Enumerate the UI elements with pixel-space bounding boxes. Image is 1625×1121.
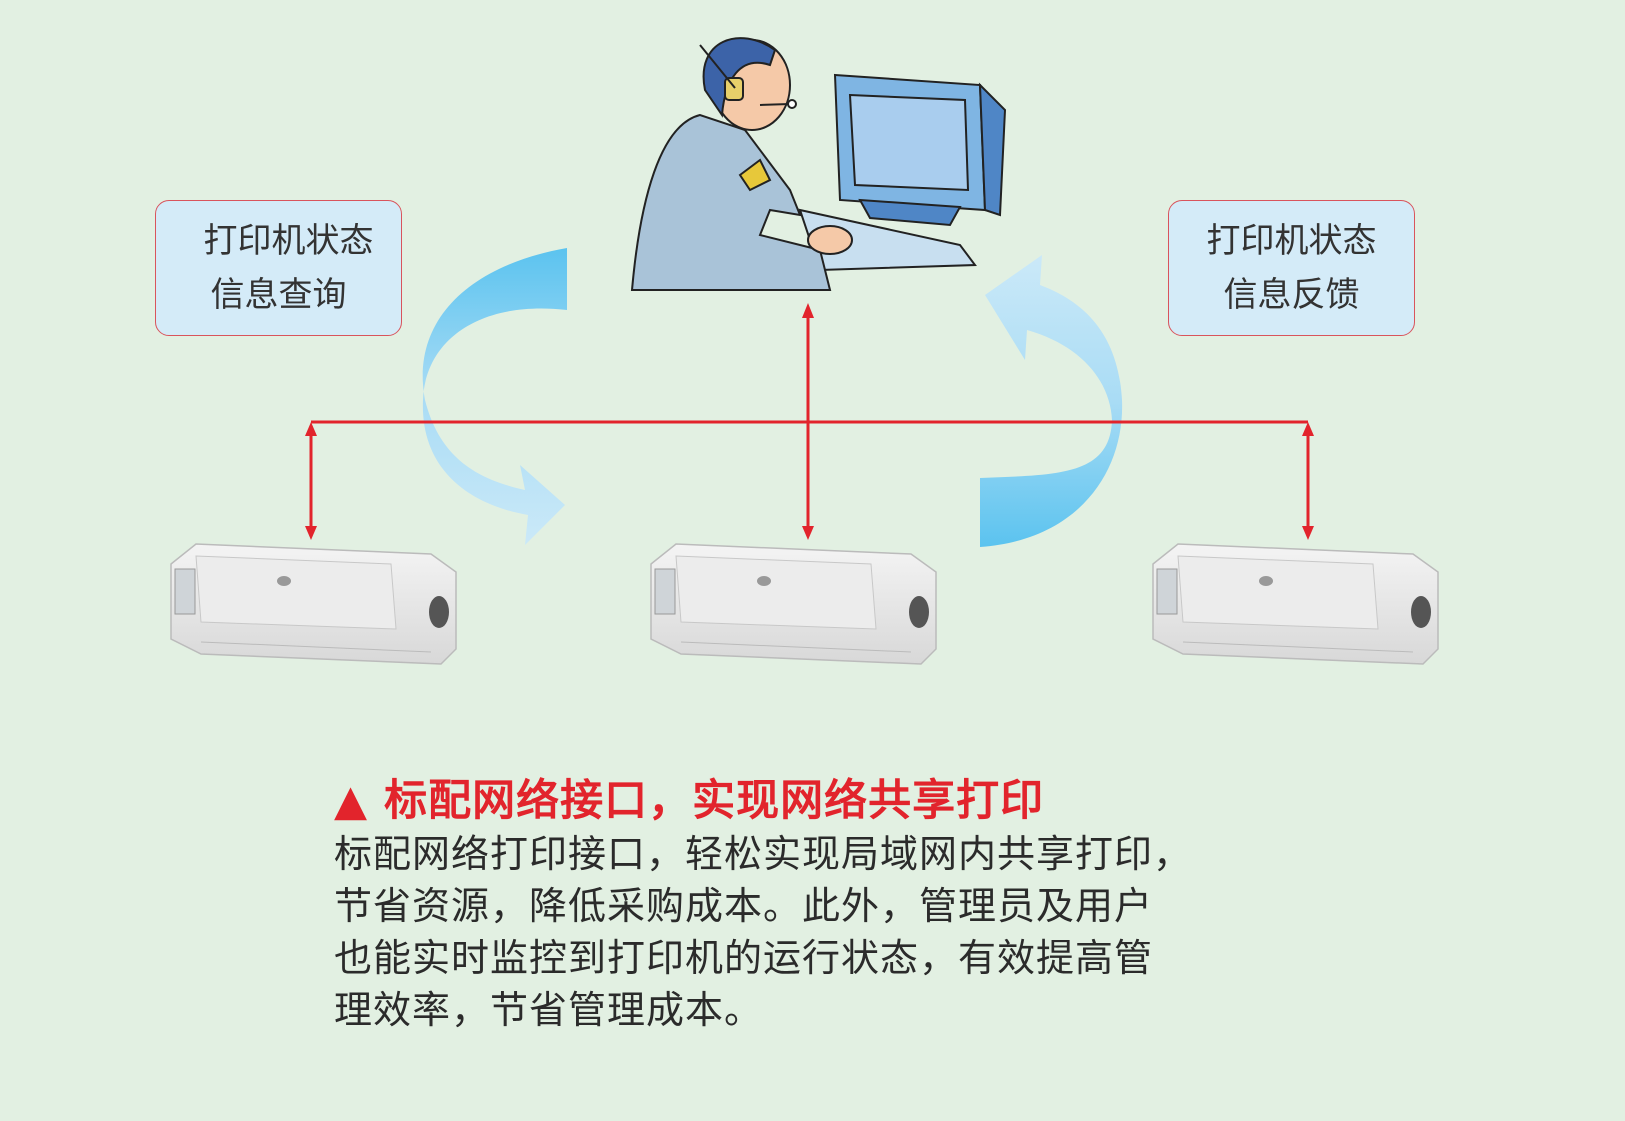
query-curved-arrow xyxy=(422,248,567,545)
network-lines xyxy=(305,303,1314,540)
description-paragraph: 标配网络打印接口，轻松实现局域网内共享打印， 节省资源，降低采购成本。此外，管理… xyxy=(334,828,1192,1036)
feedback-box-line2: 信息反馈 xyxy=(1223,275,1360,315)
feedback-curved-arrow xyxy=(980,255,1123,547)
description-line: 理效率，节省管理成本。 xyxy=(334,988,764,1032)
description-line: 标配网络打印接口，轻松实现局域网内共享打印， xyxy=(334,832,1193,876)
printer-status-feedback-box: 打印机状态 信息反馈 xyxy=(1168,200,1415,336)
query-box-line2: 信息查询 xyxy=(210,275,347,315)
feedback-box-line1: 打印机状态 xyxy=(1206,221,1377,261)
description-line: 也能实时监控到打印机的运行状态，有效提高管 xyxy=(334,936,1154,980)
operator-at-computer-illustration xyxy=(630,37,1007,291)
section-heading: ▲ 标配网络接口，实现网络共享打印 xyxy=(334,766,1044,828)
description-line: 节省资源，降低采购成本。此外，管理员及用户 xyxy=(334,884,1154,928)
dot-matrix-printer-2 xyxy=(650,543,937,665)
triangle-marker-icon: ▲ xyxy=(334,776,369,826)
dot-matrix-printer-3 xyxy=(1152,543,1439,665)
dot-matrix-printer-1 xyxy=(170,543,457,665)
printer-status-query-box: 打印机状态 信息查询 xyxy=(155,200,402,336)
query-box-line1: 打印机状态 xyxy=(203,221,374,261)
heading-text: 标配网络接口，实现网络共享打印 xyxy=(384,776,1045,826)
